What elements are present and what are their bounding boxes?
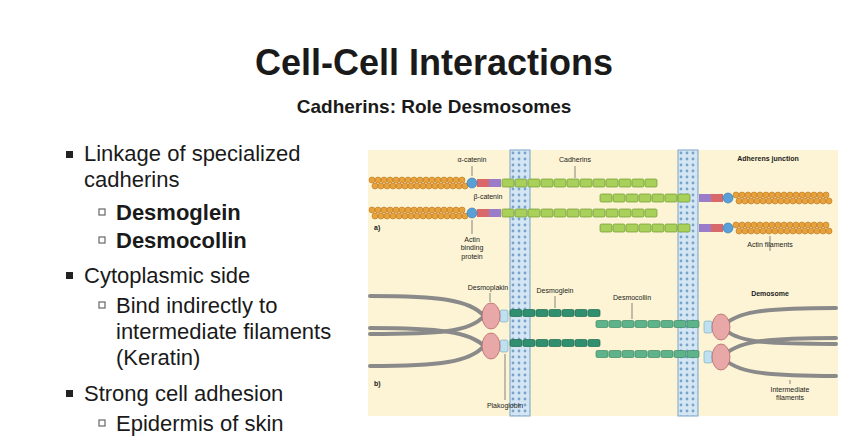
subtitle: Cadherins: Role Desmosomes [174, 96, 694, 118]
part-label: Intermediate filaments [765, 386, 815, 403]
cell-membrane [678, 150, 698, 416]
part-label: Desmoplakin [463, 284, 513, 292]
panel-title: Adherens junction [723, 155, 813, 163]
part-label: Cadherins [545, 156, 605, 164]
sub-bullet-text: Bind indirectly to intermediate filament… [116, 293, 371, 371]
sub-bullet-text: Epidermis of skin [116, 411, 356, 437]
sub-bullet-text: Desmoglein [116, 200, 346, 226]
part-label: Actin filaments [735, 241, 805, 249]
desmosome-proteins [482, 303, 730, 370]
panel-letter: a) [374, 224, 394, 232]
part-label: β-catenin [463, 193, 513, 201]
part-label: Desmocollin [607, 294, 657, 302]
part-label: Actin binding protein [455, 236, 489, 261]
adherens-proteins [467, 178, 733, 233]
sub-bullet-text: Desmocollin [116, 228, 346, 254]
panel-letter: b) [374, 380, 394, 388]
intermediate-filaments [370, 296, 836, 376]
part-label: Plakoglobin [480, 402, 530, 410]
bullet-text: Cytoplasmic side [84, 263, 349, 289]
bullet-text: Linkage of specialized cadherins [84, 141, 349, 193]
illustration-ground [368, 150, 838, 416]
slide-title: Cell-Cell Interactions [104, 42, 764, 84]
leader-lines [472, 166, 790, 400]
actin-filaments [369, 177, 832, 234]
part-label: Desmoglein [530, 287, 580, 295]
cell-membrane [510, 150, 530, 416]
bullet-text: Strong cell adhesion [84, 381, 349, 407]
panel-title: Demosome [740, 290, 800, 298]
part-label: α-catenin [447, 156, 497, 164]
